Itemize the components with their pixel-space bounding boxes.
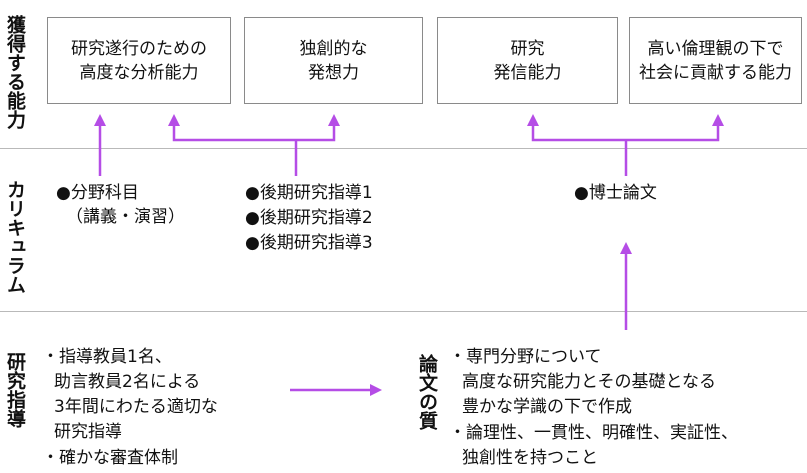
ability-box-line: 発信能力: [493, 62, 562, 83]
ability-box-line: 高度な分析能力: [79, 62, 199, 83]
supervision-line: ・指導教員1名、: [42, 347, 172, 367]
curriculum-guidance-item: ●後期研究指導3: [245, 233, 373, 253]
arrowhead: [370, 384, 382, 396]
supervision-line: 研究指導: [54, 422, 122, 442]
arrowhead: [712, 114, 724, 126]
thesis-quality-line: 独創性を持つこと: [462, 448, 598, 468]
thesis-quality-line: 豊かな学識の下で作成: [462, 397, 632, 417]
row-label-abilities: 獲得する能力: [4, 15, 26, 129]
row-divider-bottom: [0, 311, 807, 312]
curriculum-subjects: ●分野科目: [56, 183, 139, 203]
ability-box-originality: 独創的な 発想力: [244, 17, 423, 104]
ability-box-communication: 研究 発信能力: [437, 17, 618, 104]
ability-box-line: 発想力: [308, 62, 359, 83]
supervision-line: 3年間にわたる適切な: [54, 397, 218, 417]
row-label-curriculum: カリキュラム: [4, 180, 26, 294]
curriculum-guidance-item: ●後期研究指導1: [245, 183, 373, 203]
ability-box-analysis: 研究遂行のための 高度な分析能力: [47, 17, 231, 104]
ability-box-line: 研究遂行のための: [71, 38, 207, 59]
row-label-supervision: 研究指導: [4, 352, 26, 428]
ability-box-line: 高い倫理観の下で: [647, 38, 784, 59]
curriculum-subjects-detail: （講義・演習）: [66, 207, 185, 227]
supervision-line: 助言教員2名による: [54, 372, 201, 392]
arrowhead: [328, 114, 340, 126]
ability-box-line: 独創的な: [299, 38, 368, 59]
arrowhead: [620, 242, 632, 254]
arrow-guidance-fork: [172, 124, 336, 142]
thesis-quality-line: ・専門分野について: [449, 347, 602, 367]
ability-box-line: 社会に貢献する能力: [639, 62, 792, 83]
thesis-quality-line: ・論理性、一貫性、明確性、実証性、: [449, 423, 738, 443]
arrowhead: [168, 114, 180, 126]
thesis-quality-line: 高度な研究能力とその基礎となる: [462, 372, 716, 392]
ability-box-ethics: 高い倫理観の下で 社会に貢献する能力: [629, 17, 802, 104]
ability-box-line: 研究: [510, 38, 545, 59]
arrow-thesis-fork: [531, 124, 720, 142]
curriculum-thesis: ●博士論文: [574, 183, 657, 203]
arrowhead: [94, 114, 106, 126]
row-divider-top: [0, 148, 807, 149]
arrowhead: [527, 114, 539, 126]
supervision-line: ・確かな審査体制: [42, 448, 178, 468]
thesis-quality-label: 論文の質: [416, 354, 438, 430]
curriculum-guidance-item: ●後期研究指導2: [245, 208, 373, 228]
